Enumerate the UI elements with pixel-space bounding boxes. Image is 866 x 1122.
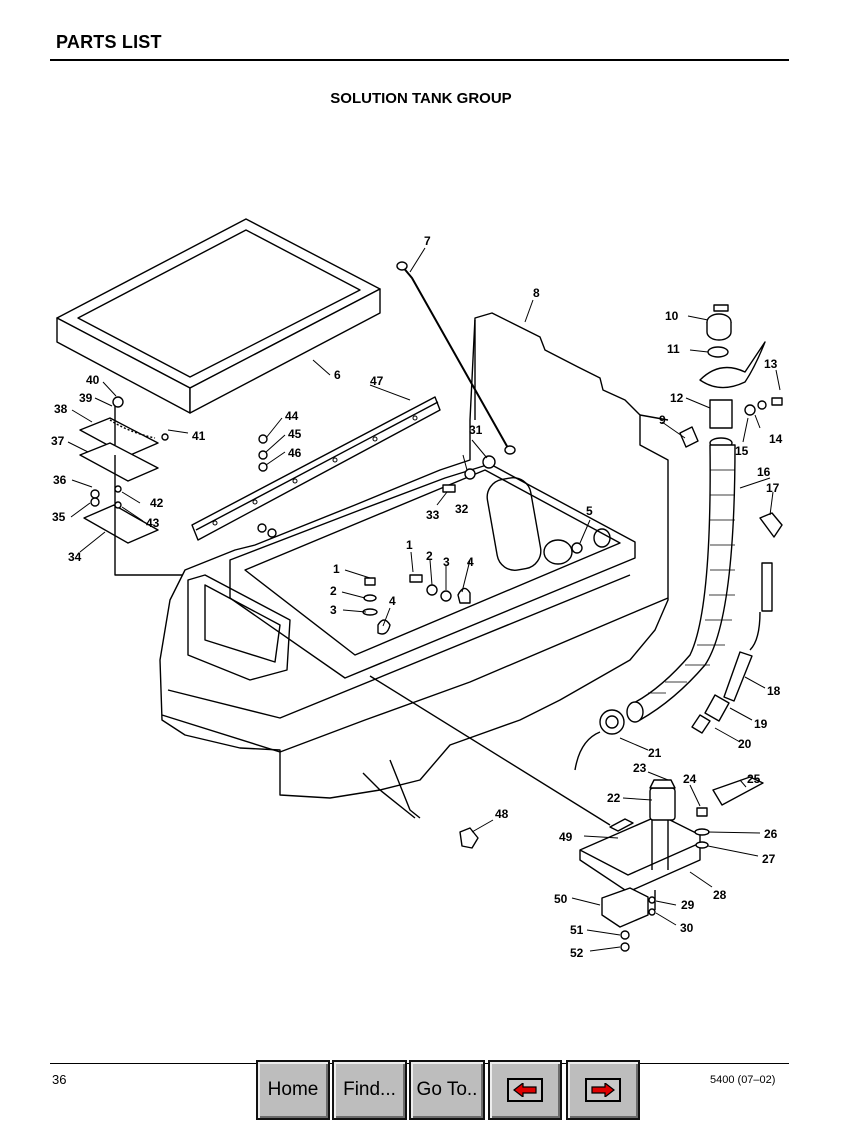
callout-34: 34 — [68, 550, 82, 564]
callout-3: 3 — [330, 603, 337, 617]
page-heading: PARTS LIST — [56, 32, 162, 52]
callout-1: 1 — [333, 562, 340, 576]
next-page-button[interactable] — [566, 1060, 640, 1120]
callout-41: 41 — [192, 429, 206, 443]
callout-23: 23 — [633, 761, 647, 775]
callout-5: 5 — [586, 504, 593, 518]
goto-button[interactable]: Go To.. — [409, 1060, 485, 1120]
callout-52: 52 — [570, 946, 584, 960]
callout-44: 44 — [285, 409, 299, 423]
callout-14: 14 — [769, 432, 783, 446]
callout-32: 32 — [455, 502, 469, 516]
callout-27: 27 — [762, 852, 776, 866]
callout-7: 7 — [424, 234, 431, 248]
callout-46: 46 — [288, 446, 302, 460]
callout-20: 20 — [738, 737, 752, 751]
callout-24: 24 — [683, 772, 697, 786]
callout-25: 25 — [747, 772, 761, 786]
hinge — [191, 396, 441, 543]
callout-26: 26 — [764, 827, 778, 841]
callout-6: 6 — [334, 368, 341, 382]
callout-31: 31 — [469, 423, 483, 437]
callout-38: 38 — [54, 402, 68, 416]
goto-button-label: Go To.. — [416, 1079, 478, 1100]
callout-2: 2 — [330, 584, 337, 598]
page-number: 36 — [52, 1072, 67, 1087]
callout-37: 37 — [51, 434, 65, 448]
callout-28: 28 — [713, 888, 727, 902]
callout-4: 4 — [389, 594, 396, 608]
previous-page-button[interactable] — [488, 1060, 562, 1120]
callout-4: 4 — [467, 555, 474, 569]
valve-bracket — [579, 776, 764, 952]
callout-51: 51 — [570, 923, 584, 937]
callout-22: 22 — [607, 791, 621, 805]
callout-21: 21 — [648, 746, 662, 760]
callout-30: 30 — [680, 921, 694, 935]
find-button[interactable]: Find... — [332, 1060, 407, 1120]
callout-8: 8 — [533, 286, 540, 300]
home-button[interactable]: Home — [256, 1060, 330, 1120]
flex-hose — [626, 444, 736, 723]
section-title: SOLUTION TANK GROUP — [330, 90, 512, 107]
callout-45: 45 — [288, 427, 302, 441]
callout-9: 9 — [659, 413, 666, 427]
callout-47: 47 — [370, 374, 384, 388]
callout-33: 33 — [426, 508, 440, 522]
callout-39: 39 — [79, 391, 93, 405]
callout-10: 10 — [665, 309, 679, 323]
filter-cap-assembly — [679, 304, 783, 449]
callout-40: 40 — [86, 373, 100, 387]
callout-49: 49 — [559, 830, 573, 844]
solution-tank — [159, 312, 669, 819]
support-rod — [401, 265, 509, 449]
home-button-label: Home — [267, 1079, 319, 1100]
tray-lid — [56, 218, 381, 414]
callout-11: 11 — [667, 342, 680, 356]
callout-17: 17 — [766, 481, 780, 495]
callout-15: 15 — [735, 444, 749, 458]
callout-16: 16 — [757, 465, 771, 479]
callout-43: 43 — [146, 516, 160, 530]
callout-13: 13 — [764, 357, 778, 371]
document-code: 5400 (07–02) — [710, 1074, 776, 1086]
find-button-label: Find... — [343, 1079, 396, 1100]
right-arrow-icon — [585, 1078, 621, 1102]
callout-35: 35 — [52, 510, 66, 524]
callout-48: 48 — [495, 807, 509, 821]
callout-2: 2 — [426, 549, 433, 563]
callout-42: 42 — [150, 496, 164, 510]
callout-1: 1 — [406, 538, 413, 552]
callout-50: 50 — [554, 892, 568, 906]
callout-29: 29 — [681, 898, 695, 912]
callout-36: 36 — [53, 473, 67, 487]
callout-3: 3 — [443, 555, 450, 569]
callout-19: 19 — [754, 717, 768, 731]
callout-12: 12 — [670, 391, 684, 405]
callout-18: 18 — [767, 684, 781, 698]
left-arrow-icon — [507, 1078, 543, 1102]
header-rule — [50, 59, 789, 61]
drain-knob — [459, 827, 479, 849]
